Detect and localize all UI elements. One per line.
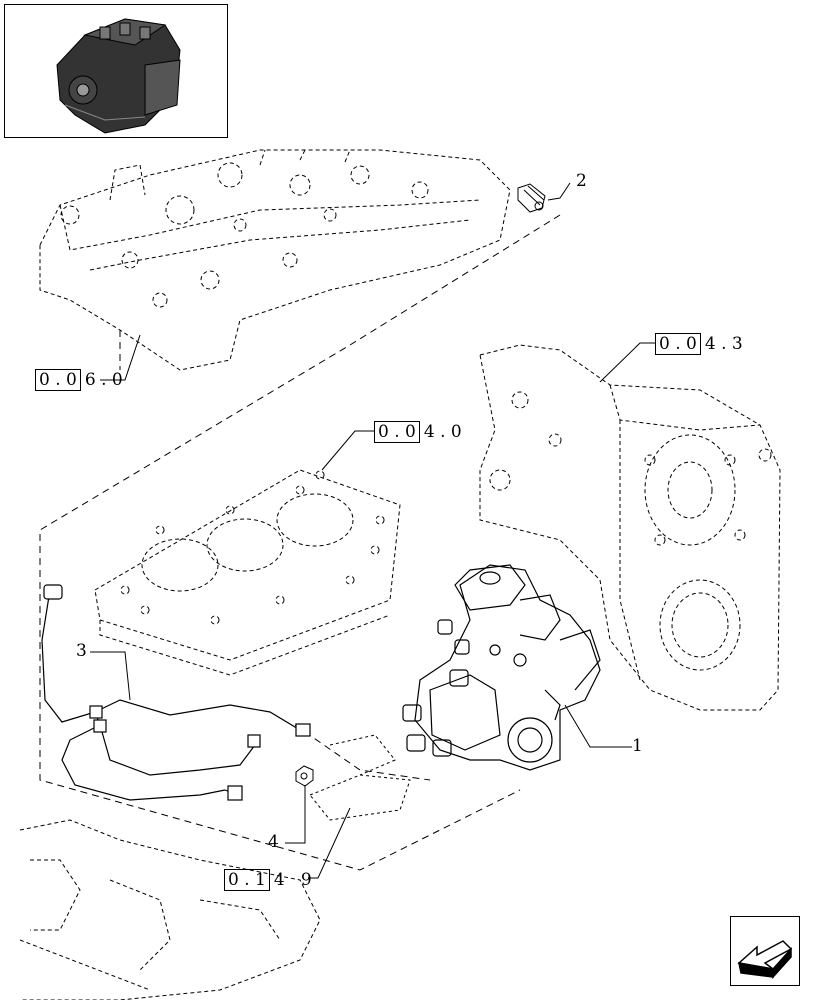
reference-suffix: 4 . 3: [704, 334, 743, 354]
reference-suffix: 4 9: [273, 870, 312, 890]
reference-boxed-code: 0 . 0: [374, 421, 420, 443]
previous-page-button[interactable]: [730, 916, 800, 986]
engine-block-outline: [19, 819, 321, 1000]
engine-thumbnail-icon: [56, 18, 181, 134]
callout-1[interactable]: 1: [632, 736, 643, 756]
reference-boxed-code: 0 . 0: [35, 369, 81, 391]
hex-nut: [295, 765, 314, 787]
callout-leaders: [90, 182, 655, 879]
assembly-guide-lines: [39, 214, 561, 871]
injection-pump: [402, 564, 601, 771]
callout-3[interactable]: 3: [76, 641, 87, 661]
callout-4[interactable]: 4: [268, 832, 279, 852]
reference-suffix: 4 . 0: [423, 422, 462, 442]
reference-boxed-code: 0 . 0: [655, 333, 701, 355]
temperature-sensor: [517, 183, 546, 213]
reference-suffix: 6 . 0: [84, 370, 123, 390]
cylinder-head-gasket: [94, 469, 401, 676]
previous-page-arrow-icon: [737, 940, 793, 979]
pump-support-bracket: [309, 734, 411, 821]
callout-2[interactable]: 2: [576, 171, 587, 191]
engine-thumbnail[interactable]: [4, 4, 228, 138]
cylinder-head-outline: [39, 149, 511, 371]
reference-boxed-code: 0 . 1: [224, 869, 270, 891]
wiring-harness: [41, 584, 311, 801]
timing-gear-housing: [479, 344, 781, 711]
